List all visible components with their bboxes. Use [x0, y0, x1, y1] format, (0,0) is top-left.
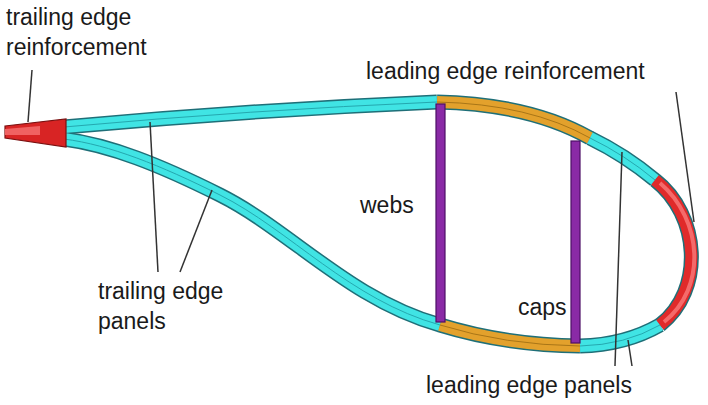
layer-line: [437, 102, 590, 346]
shear-web: [436, 104, 445, 322]
part-label: webs: [360, 190, 414, 220]
leading-edge-layer: [660, 183, 694, 322]
leader-line: [28, 70, 694, 366]
part-label: leading edge reinforcement: [366, 56, 645, 86]
spar-cap: [437, 102, 590, 346]
trailing-edge-reinforcement: [5, 119, 66, 147]
leading-edge-reinforcement: [655, 180, 691, 325]
shell-outline: [64, 102, 691, 346]
part-label: caps: [518, 292, 567, 322]
trailing-edge-layer: [5, 126, 40, 135]
part-label: trailing edge reinforcement: [6, 2, 206, 62]
layer-line: [64, 102, 660, 346]
part-label: trailing edge panels: [98, 276, 268, 336]
shear-web: [571, 141, 580, 343]
part-label: leading edge panels: [426, 370, 632, 400]
leading-edge-panel: [580, 138, 660, 346]
